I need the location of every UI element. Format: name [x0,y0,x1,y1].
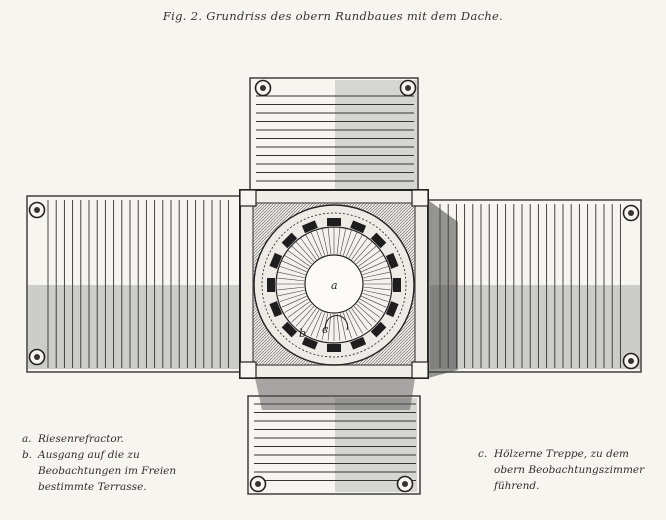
cast-shadow [428,200,458,378]
plan-label-b: b [299,327,306,340]
rotunda-rail-ring [261,212,407,358]
legend-right: c. Hölzerne Treppe, zu dem obern Beobach… [478,446,663,494]
figure-caption: Fig. 2. Grundriss des obern Rundbaues mi… [162,9,504,23]
pier-bl [239,361,257,379]
legend-key-b: b. [22,449,33,461]
spiral-stair-steps [277,227,391,341]
legend-item-b: b. Ausgang auf die zu Beobachtungen im F… [22,447,232,495]
legend-text-b: Ausgang auf die zu Beobachtungen im Frei… [38,449,177,493]
cast-shadow-bottom [255,378,415,410]
pier-tr [411,189,429,207]
plan-label-c: c [322,323,328,336]
bottom-wing-slats [254,403,416,481]
legend-key-c: c. [478,448,488,460]
small-stair-c [325,315,349,333]
refractor-pier [304,254,364,314]
legend-text-a: Riesenrefractor. [38,433,124,445]
rotunda-wall-blocks [267,218,401,352]
plan-label-a: a [331,279,338,292]
shade-top-right [335,80,417,192]
pier-tl [239,189,257,207]
left-wing-slats [47,200,229,368]
legend-key-a: a. [22,433,32,445]
shade-right-lower [430,285,640,369]
shade-left-lower [28,285,240,369]
legend-text-c: Hölzerne Treppe, zu dem obern Beobachtun… [494,448,645,492]
legend-left: a. Riesenrefractor. b. Ausgang auf die z… [22,431,232,495]
legend-item-c: c. Hölzerne Treppe, zu dem obern Beobach… [478,446,663,494]
pier-br [411,361,429,379]
legend-item-a: a. Riesenrefractor. [22,431,232,447]
corner-rings [28,79,640,493]
